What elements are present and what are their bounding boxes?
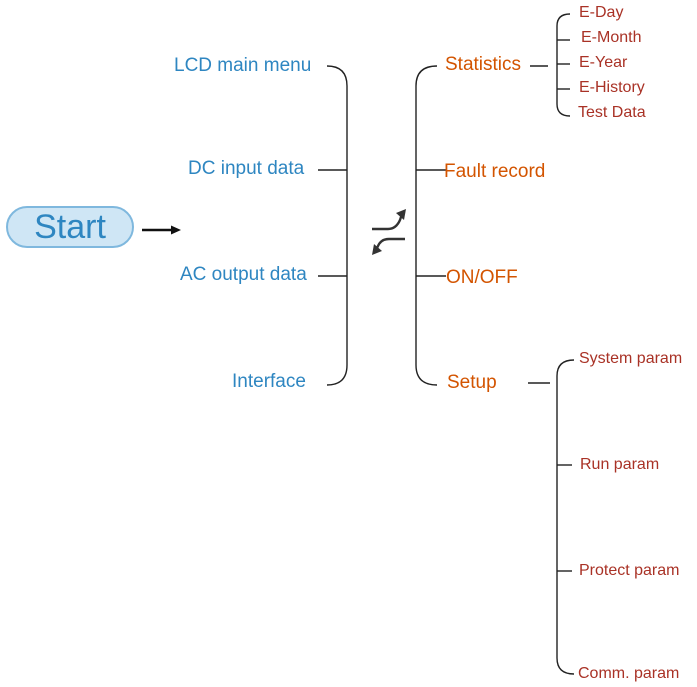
submenu-item-setup: Setup: [447, 372, 497, 393]
setup-bracket: [556, 359, 575, 675]
menu-item-ac-output-data: AC output data: [180, 264, 307, 285]
stat-item-e-year: E-Year: [579, 54, 628, 71]
start-label: Start: [34, 208, 106, 246]
submenu-item-fault-record: Fault record: [444, 161, 546, 182]
setup-item-comm-param: Comm. param: [578, 665, 680, 682]
start-button: Start: [6, 206, 134, 248]
right-arrow-icon: [142, 225, 181, 235]
submenu-bracket: [415, 65, 438, 386]
stat-item-e-history: E-History: [579, 79, 645, 96]
setup-item-system-param: System param: [579, 350, 683, 367]
setup-item-run-param: Run param: [580, 456, 660, 473]
submenu-item-on-off: ON/OFF: [446, 267, 518, 288]
submenu-item-statistics: Statistics: [445, 54, 522, 75]
switch-arrows-icon: [372, 209, 406, 255]
stat-item-e-day: E-Day: [579, 4, 624, 21]
statistics-bracket: [556, 13, 571, 117]
setup-item-protect-param: Protect param: [579, 562, 680, 579]
stat-item-e-month: E-Month: [581, 29, 642, 46]
stat-item-test-data: Test Data: [578, 104, 646, 121]
menu-item-interface: Interface: [232, 371, 306, 392]
menu-item-dc-input-data: DC input data: [188, 158, 305, 179]
menu-bracket: [326, 65, 348, 386]
menu-item-lcd-main-menu: LCD main menu: [174, 55, 312, 76]
